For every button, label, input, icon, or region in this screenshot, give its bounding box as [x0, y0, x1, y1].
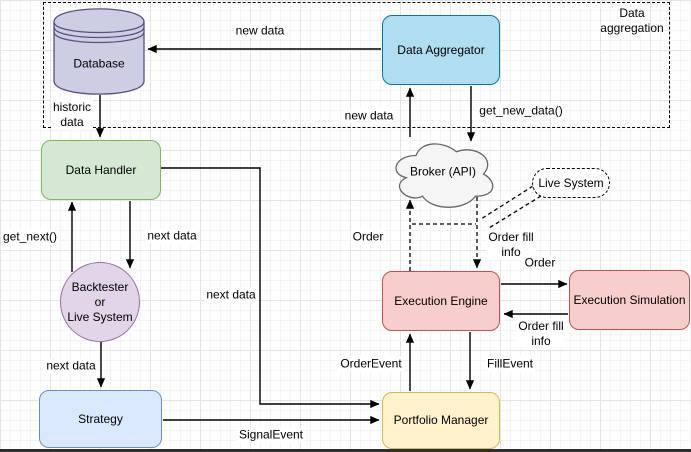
live-system-callout[interactable]: Live System	[532, 168, 610, 198]
strategy-node[interactable]: Strategy	[39, 390, 162, 448]
edge-label-order-fill-from-simulation: Order fill info	[516, 319, 566, 349]
edge-label-fill-event: FillEvent	[484, 356, 536, 372]
data-aggregation-group-label: Data aggregation	[600, 6, 664, 35]
screenshot-bottom-edge-bar	[0, 449, 691, 452]
edge-label-order-fill-from-broker: Order fill info	[486, 230, 536, 260]
edge-label-new-data-top: new data	[233, 23, 287, 39]
data-handler-node[interactable]: Data Handler	[41, 140, 161, 200]
backtester-node[interactable]: Backtester or Live System	[60, 262, 140, 342]
portfolio-manager-node[interactable]: Portfolio Manager	[382, 392, 500, 449]
edge-label-order-to-simulation: Order	[522, 255, 558, 271]
broker-cloud-shape[interactable]	[395, 143, 494, 208]
execution-engine-label: Execution Engine	[394, 293, 488, 308]
broker-label[interactable]: Broker (API)	[409, 164, 477, 179]
edge-label-next-data-to-strategy: next data	[44, 358, 98, 374]
edge-label-order-to-broker: Order	[350, 229, 386, 245]
live-system-callout-tail-upper	[480, 185, 534, 220]
live-system-label: Live System	[538, 175, 604, 190]
backtester-label: Backtester or Live System	[67, 279, 133, 324]
data-aggregator-node[interactable]: Data Aggregator	[382, 15, 500, 85]
portfolio-manager-label: Portfolio Manager	[393, 413, 489, 427]
edge-label-next-data-to-backtester: next data	[145, 228, 199, 244]
edge-label-get-next: get_next()	[0, 229, 60, 245]
execution-simulation-node[interactable]: Execution Simulation	[569, 270, 690, 330]
execution-engine-node[interactable]: Execution Engine	[382, 271, 500, 331]
database-shape[interactable]	[53, 8, 145, 95]
edge-label-order-event: OrderEvent	[338, 356, 404, 372]
data-aggregation-group-frame[interactable]	[43, 2, 670, 128]
edge-label-signal-event: SignalEvent	[236, 427, 306, 443]
execution-simulation-label: Execution Simulation	[573, 292, 686, 307]
edge-label-next-data-to-portfolio: next data	[204, 287, 258, 303]
data-handler-label: Data Handler	[65, 162, 137, 177]
live-system-callout-tail-lower	[488, 195, 542, 229]
data-aggregator-label: Data Aggregator	[397, 42, 485, 57]
strategy-label: Strategy	[78, 411, 123, 426]
edge-label-new-data-broker: new data	[342, 108, 396, 124]
edge-label-get-new-data: get_new_data()	[477, 103, 565, 119]
database-label[interactable]: Database	[73, 56, 125, 71]
edge-next-data-handler-to-portfolio	[161, 167, 380, 409]
edge-label-historic-data: historic data	[50, 100, 94, 130]
